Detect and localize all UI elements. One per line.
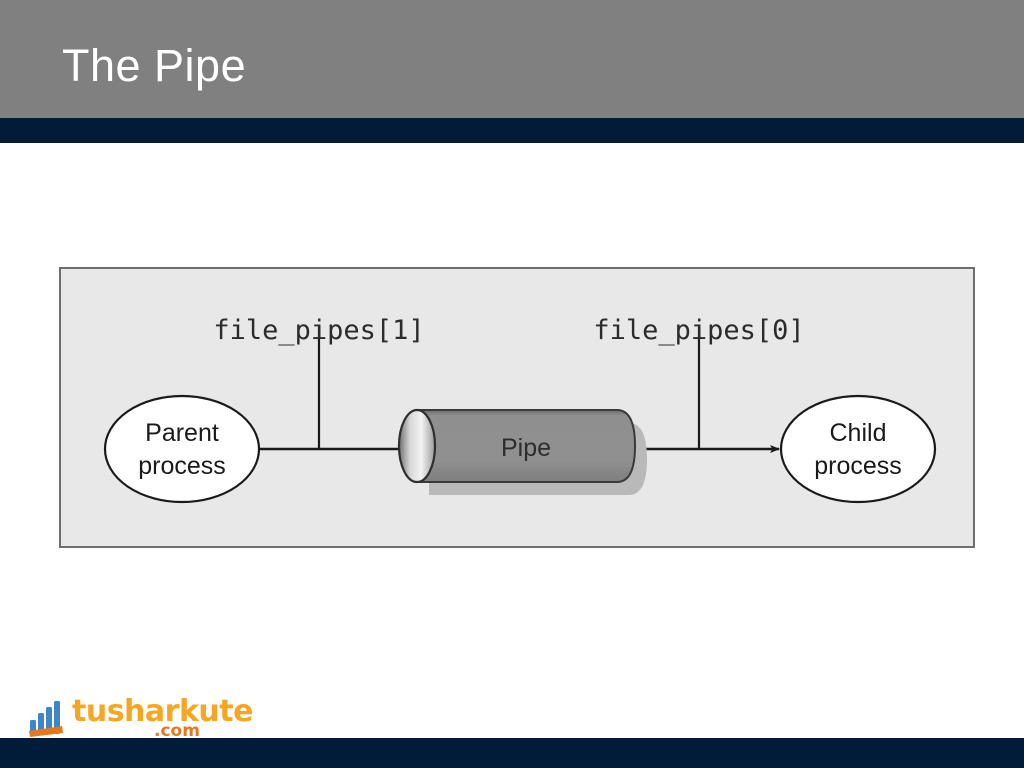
- pipe-body: [416, 409, 637, 483]
- site-logo: tusharkute .com: [28, 696, 253, 742]
- child-process-label-line1: Child: [830, 419, 887, 447]
- pipe-diagram-panel: Pipe Parent process Child process file_p…: [59, 267, 975, 548]
- parent-process-label-line1: Parent: [145, 419, 219, 447]
- header-accent-rule: [0, 118, 1024, 143]
- slide-header-band: [0, 0, 1024, 118]
- pipe-open-end-cap: [397, 408, 437, 484]
- logo-wordmark: tusharkute: [72, 694, 253, 729]
- pipe-node-label: Pipe: [501, 434, 551, 462]
- child-process-node: [779, 394, 937, 504]
- read-end-label: file_pipes[0]: [593, 315, 804, 346]
- bar-chart-books-icon: [29, 701, 63, 737]
- pipe-diagram-svg: Pipe Parent process Child process file_p…: [103, 315, 937, 504]
- parent-process-label-line2: process: [138, 452, 226, 480]
- logo-domain-suffix: .com: [154, 721, 200, 741]
- write-end-label: file_pipes[1]: [213, 315, 424, 346]
- page-title: The Pipe: [62, 40, 247, 91]
- parent-process-node: [103, 394, 261, 504]
- footer-accent-bar: [0, 738, 1024, 768]
- child-process-label-line2: process: [814, 452, 902, 480]
